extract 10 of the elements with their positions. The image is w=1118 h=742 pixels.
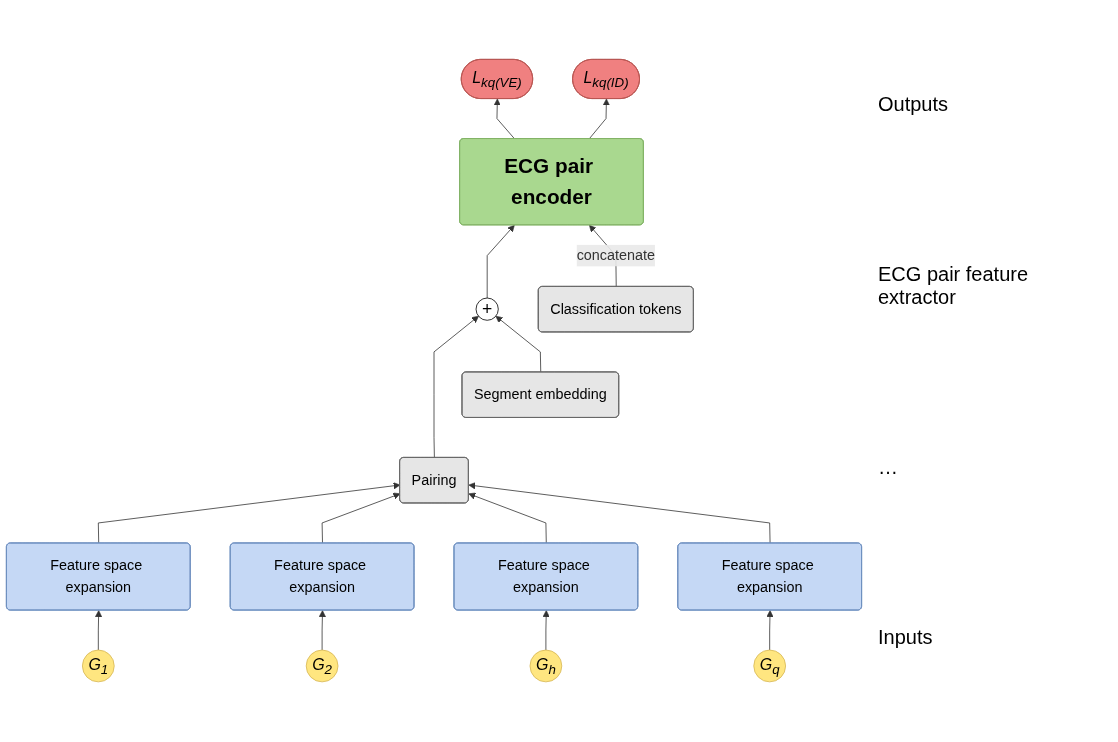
side-label: ECG pair feature extractor — [878, 263, 1030, 310]
node-circle: G$_{q}$ — [753, 650, 786, 683]
node-circle: G$_{1}$ — [82, 650, 115, 683]
side-label: Outputs — [878, 93, 950, 117]
side-label: … — [878, 455, 899, 479]
edge-label: concatenate — [576, 247, 656, 264]
side-label: Inputs — [878, 625, 934, 649]
node-circle: G$_{h}$ — [529, 650, 563, 683]
node-circle: + — [475, 298, 499, 322]
node-circle: G$_{2}$ — [305, 650, 339, 683]
